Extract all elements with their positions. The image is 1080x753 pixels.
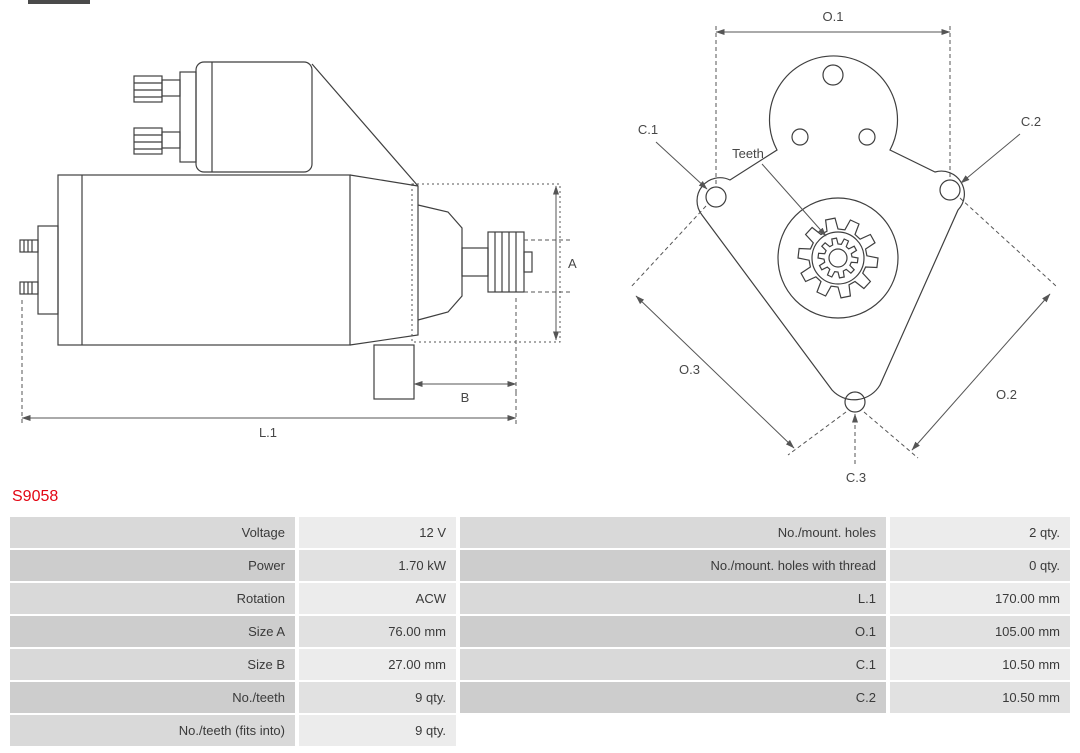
spec-value: 9 qty. bbox=[299, 715, 456, 746]
spec-label: Rotation bbox=[10, 583, 295, 614]
teeth-label: Teeth bbox=[732, 146, 764, 161]
spec-value: 27.00 mm bbox=[299, 649, 456, 680]
spec-label: Size B bbox=[10, 649, 295, 680]
dimension-l1: L.1 bbox=[21, 300, 517, 440]
spec-label: Power bbox=[10, 550, 295, 581]
spec-label: Voltage bbox=[10, 517, 295, 548]
dim-label-c2: C.2 bbox=[1021, 114, 1041, 129]
rear-end-plate bbox=[37, 225, 59, 315]
callout-c3: C.3 bbox=[846, 413, 866, 485]
terminal-studs bbox=[133, 75, 181, 155]
spec-value: 76.00 mm bbox=[299, 616, 456, 647]
dimension-o3: O.3 bbox=[629, 205, 847, 456]
dimension-o2: O.2 bbox=[863, 197, 1057, 459]
dim-label-c3: C.3 bbox=[846, 470, 866, 485]
solenoid bbox=[195, 61, 313, 173]
spec-label: Size A bbox=[10, 616, 295, 647]
spec-value: ACW bbox=[299, 583, 456, 614]
spec-value: 10.50 mm bbox=[890, 682, 1070, 713]
dim-label-l1: L.1 bbox=[259, 425, 277, 440]
spec-value: 105.00 mm bbox=[890, 616, 1070, 647]
drive-end-outline-box bbox=[411, 183, 561, 343]
spec-value: 9 qty. bbox=[299, 682, 456, 713]
spec-label: No./teeth (fits into) bbox=[10, 715, 295, 746]
dim-label-o2: O.2 bbox=[996, 387, 1017, 402]
mount-hole-c1 bbox=[705, 186, 727, 208]
spec-label: No./teeth bbox=[10, 682, 295, 713]
spec-value: 0 qty. bbox=[890, 550, 1070, 581]
callout-c1: C.1 bbox=[638, 122, 708, 190]
dim-label-c1: C.1 bbox=[638, 122, 658, 137]
center-boss bbox=[777, 197, 899, 319]
spec-label: No./mount. holes with thread bbox=[460, 550, 886, 581]
callout-c2: C.2 bbox=[960, 114, 1041, 184]
mount-hole-c2 bbox=[939, 179, 961, 201]
part-number: S9058 bbox=[12, 488, 59, 505]
spec-label: C.1 bbox=[460, 649, 886, 680]
pinion-gear bbox=[487, 231, 525, 293]
dim-label-o3: O.3 bbox=[679, 362, 700, 377]
spec-value: 1.70 kW bbox=[299, 550, 456, 581]
front-view-drawing: O.1 O.3 O.2 C.1 C.2 bbox=[629, 9, 1057, 485]
spec-label: No./mount. holes bbox=[460, 517, 886, 548]
spec-label: C.2 bbox=[460, 682, 886, 713]
spec-label: O.1 bbox=[460, 616, 886, 647]
technical-drawings: A B L.1 bbox=[19, 9, 1057, 485]
spec-table: Voltage 12 V No./mount. holes 2 qty. Pow… bbox=[10, 517, 1070, 746]
drive-end-bell bbox=[349, 174, 419, 346]
dimension-o1: O.1 bbox=[715, 9, 951, 184]
flange-outline bbox=[696, 55, 965, 401]
mounting-flange-shapes bbox=[696, 55, 965, 413]
spec-label bbox=[460, 715, 886, 746]
mount-hole-c3 bbox=[844, 391, 866, 413]
spec-value: 12 V bbox=[299, 517, 456, 548]
side-view-drawing: A B L.1 bbox=[19, 61, 577, 440]
spec-label: L.1 bbox=[460, 583, 886, 614]
bracket-foot bbox=[373, 344, 415, 400]
motor-body bbox=[57, 174, 351, 346]
dim-label-o1: O.1 bbox=[823, 9, 844, 24]
starter-motor-side-shapes bbox=[19, 61, 561, 400]
dimension-a: A bbox=[524, 185, 577, 341]
callout-teeth: Teeth bbox=[732, 146, 827, 237]
dim-label-b: B bbox=[461, 390, 470, 405]
dimension-b: B bbox=[413, 298, 517, 405]
spec-value bbox=[890, 715, 1070, 746]
gear-teeth-ring bbox=[797, 217, 879, 299]
top-left-artifact bbox=[28, 0, 90, 4]
spec-value: 10.50 mm bbox=[890, 649, 1070, 680]
spline-ring bbox=[817, 237, 859, 279]
dim-label-a: A bbox=[568, 256, 577, 271]
spec-value: 170.00 mm bbox=[890, 583, 1070, 614]
top-hole bbox=[822, 64, 844, 86]
shaft-hole bbox=[828, 248, 848, 268]
spec-value: 2 qty. bbox=[890, 517, 1070, 548]
